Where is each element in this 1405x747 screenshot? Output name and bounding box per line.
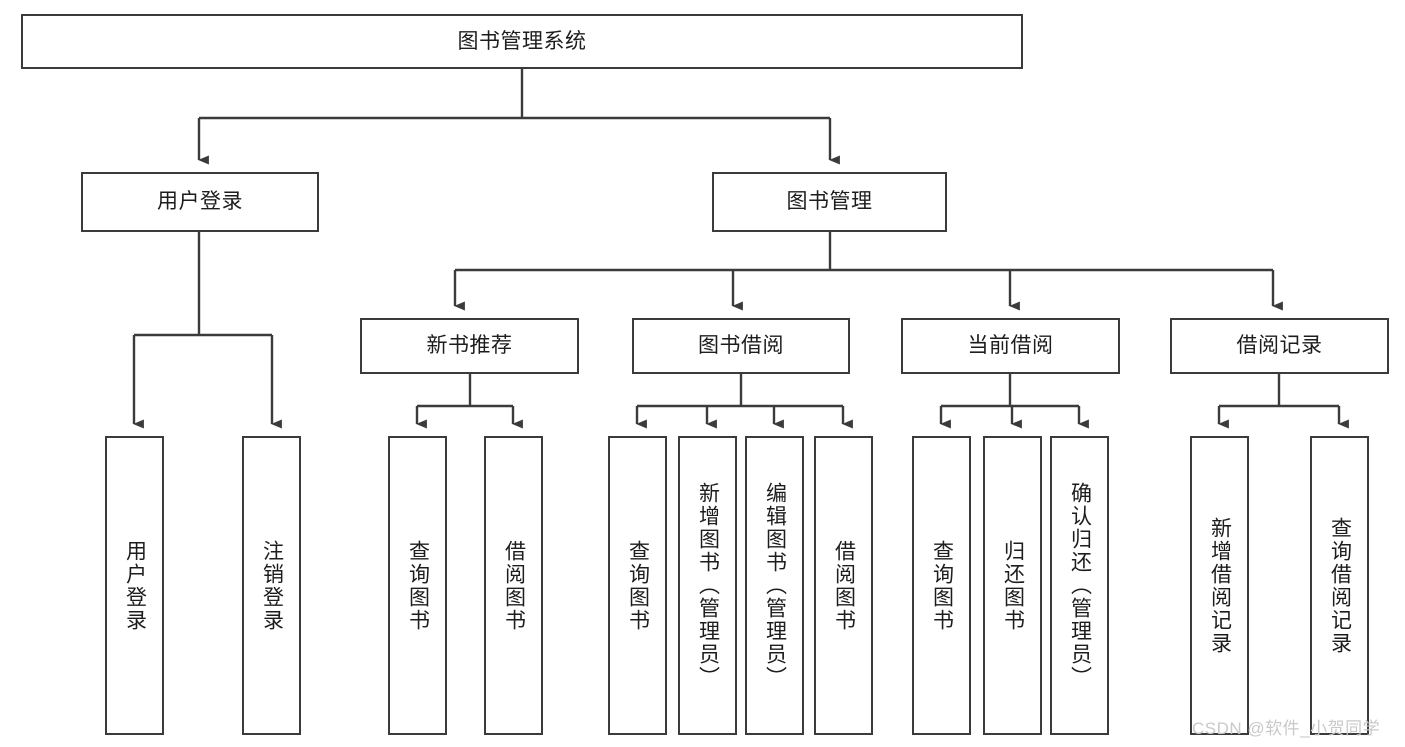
leaf-borrow-book-recommend[interactable]: 借阅图书 (484, 436, 543, 735)
leaf-query-book-borrow-label: 查询图书 (626, 539, 650, 632)
node-root[interactable]: 图书管理系统 (21, 14, 1023, 69)
leaf-add-borrow-record-label: 新增借阅记录 (1208, 516, 1232, 655)
node-current-borrow[interactable]: 当前借阅 (901, 318, 1120, 374)
node-user-login[interactable]: 用户登录 (81, 172, 319, 232)
node-current-borrow-label: 当前借阅 (967, 334, 1054, 358)
leaf-borrow-book-label: 借阅图书 (832, 539, 856, 632)
leaf-user-login[interactable]: 用户登录 (105, 436, 164, 735)
node-book-borrow-label: 图书借阅 (698, 334, 784, 358)
leaf-query-book-recommend-label: 查询图书 (406, 539, 430, 632)
leaf-confirm-return-admin-label: 确认归还（管理员） (1068, 482, 1092, 689)
leaf-query-book-borrow[interactable]: 查询图书 (608, 436, 667, 735)
leaf-logout-login-label: 注销登录 (260, 539, 284, 632)
leaf-add-book-admin[interactable]: 新增图书（管理员） (678, 436, 737, 735)
leaf-add-book-admin-label: 新增图书（管理员） (696, 482, 720, 689)
node-new-book-recommend-label: 新书推荐 (426, 334, 513, 358)
leaf-edit-book-admin[interactable]: 编辑图书（管理员） (745, 436, 804, 735)
node-root-label: 图书管理系统 (457, 29, 587, 53)
node-new-book-recommend[interactable]: 新书推荐 (360, 318, 579, 374)
leaf-edit-book-admin-label: 编辑图书（管理员） (763, 482, 787, 689)
leaf-query-borrow-record[interactable]: 查询借阅记录 (1310, 436, 1369, 735)
leaf-return-book-label: 归还图书 (1001, 539, 1025, 632)
node-borrow-record-label: 借阅记录 (1236, 334, 1323, 358)
node-book-borrow[interactable]: 图书借阅 (632, 318, 850, 374)
node-book-management-label: 图书管理 (786, 190, 873, 214)
leaf-query-book-current[interactable]: 查询图书 (912, 436, 971, 735)
node-book-management[interactable]: 图书管理 (712, 172, 947, 232)
leaf-return-book[interactable]: 归还图书 (983, 436, 1042, 735)
leaf-user-login-label: 用户登录 (123, 539, 147, 632)
leaf-query-borrow-record-label: 查询借阅记录 (1328, 516, 1352, 655)
leaf-logout-login[interactable]: 注销登录 (242, 436, 301, 735)
leaf-borrow-book[interactable]: 借阅图书 (814, 436, 873, 735)
csdn-watermark: CSDN @软件_小贺同学 (1192, 719, 1381, 738)
leaf-add-borrow-record[interactable]: 新增借阅记录 (1190, 436, 1249, 735)
leaf-query-book-recommend[interactable]: 查询图书 (388, 436, 447, 735)
leaf-confirm-return-admin[interactable]: 确认归还（管理员） (1050, 436, 1109, 735)
leaf-borrow-book-recommend-label: 借阅图书 (502, 539, 526, 632)
node-user-login-label: 用户登录 (157, 190, 243, 214)
node-borrow-record[interactable]: 借阅记录 (1170, 318, 1389, 374)
leaf-query-book-current-label: 查询图书 (930, 539, 954, 632)
